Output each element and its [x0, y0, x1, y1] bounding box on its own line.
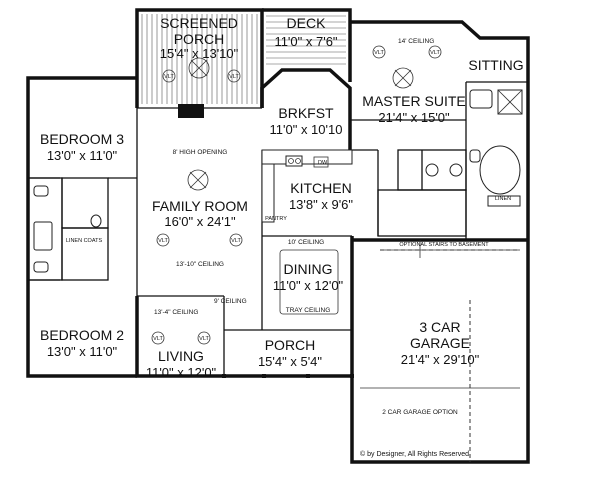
dining-name: DINING [284, 261, 333, 277]
vlt-label: VLT [164, 74, 174, 80]
vlt-label: VLT [374, 50, 384, 56]
vlt-label: VLT [158, 238, 168, 244]
ceiling-fan-icon [188, 57, 210, 79]
dishwasher-label: DW [318, 160, 328, 166]
optional-stairs-note: OPTIONAL STAIRS TO BASEMENT [399, 242, 489, 248]
bedroom2-dim: 13'0" x 11'0" [47, 344, 118, 359]
ceiling-13-4-note: 13'-4" CEILING [154, 309, 198, 316]
vlt-label: VLT [153, 336, 163, 342]
ceiling-14-note: 14' CEILING [398, 38, 434, 45]
living-dim: 11'0" x 12'0" [146, 365, 217, 380]
screened-porch-name-1: SCREENED [160, 15, 238, 31]
family-room-dim: 16'0" x 24'1" [164, 214, 236, 229]
sitting-name: SITTING [468, 57, 523, 73]
ceiling-9-note: 9' CEILING [214, 298, 247, 305]
pantry-label: PANTRY [265, 216, 287, 222]
family-room-name: FAMILY ROOM [152, 198, 248, 214]
garage-dim: 21'4" x 29'10" [401, 352, 480, 367]
ceiling-fan-icon [392, 67, 414, 89]
screened-porch-boards [141, 14, 258, 104]
kitchen-dim: 13'8" x 9'6" [289, 197, 353, 212]
deck-boards [266, 15, 346, 65]
vlt-label: VLT [199, 336, 209, 342]
dining-table [279, 249, 339, 315]
fireplace [178, 104, 204, 118]
ceiling-13-10-note: 13'-10" CEILING [176, 261, 224, 268]
deck-dim: 11'0" x 7'6" [274, 34, 337, 49]
garage-name-1: 3 CAR [419, 319, 460, 335]
garage-details [360, 249, 520, 462]
bedroom3-name: BEDROOM 3 [40, 131, 124, 147]
vlt-label: VLT [229, 74, 239, 80]
bath-fixtures [33, 89, 523, 273]
porch-dim: 15'4" x 5'4" [258, 354, 322, 369]
bedroom2-name: BEDROOM 2 [40, 327, 124, 343]
deck-name: DECK [287, 15, 327, 31]
bedroom3-dim: 13'0" x 11'0" [47, 148, 118, 163]
garage-name-2: GARAGE [410, 335, 470, 351]
master-suite-dim: 21'4" x 15'0" [378, 110, 450, 125]
screened-porch-dim: 15'4" x 13'10" [160, 46, 239, 61]
kitchen-name: KITCHEN [290, 180, 351, 196]
living-name: LIVING [158, 348, 204, 364]
garage-option-note: 2 CAR GARAGE OPTION [382, 409, 458, 416]
kitchen-counters [261, 149, 353, 223]
vlt-label: VLT [231, 238, 241, 244]
vlt-markers: VLT VLT VLT VLT VLT VLT VLT VLT [151, 45, 442, 345]
master-suite-name: MASTER SUITE [362, 93, 465, 109]
dining-dim: 11'0" x 12'0" [273, 278, 344, 293]
ceiling-fan-icon [187, 169, 209, 191]
porch-posts [222, 374, 354, 378]
brkfst-name: BRKFST [278, 105, 334, 121]
vlt-label: VLT [430, 50, 440, 56]
high-opening-note: 8' HIGH OPENING [173, 149, 228, 156]
porch-name: PORCH [265, 337, 316, 353]
screened-porch-name-2: PORCH [174, 31, 225, 47]
linen-label: LINEN [495, 196, 511, 202]
copyright-notice: © by Designer, All Rights Reserved [360, 450, 469, 458]
tray-ceiling-note: TRAY CEILING [286, 307, 331, 314]
linen-coats-label: LINEN COATS [66, 238, 103, 244]
ceiling-10-note: 10' CEILING [288, 239, 324, 246]
brkfst-dim: 11'0" x 10'10 [270, 122, 343, 137]
